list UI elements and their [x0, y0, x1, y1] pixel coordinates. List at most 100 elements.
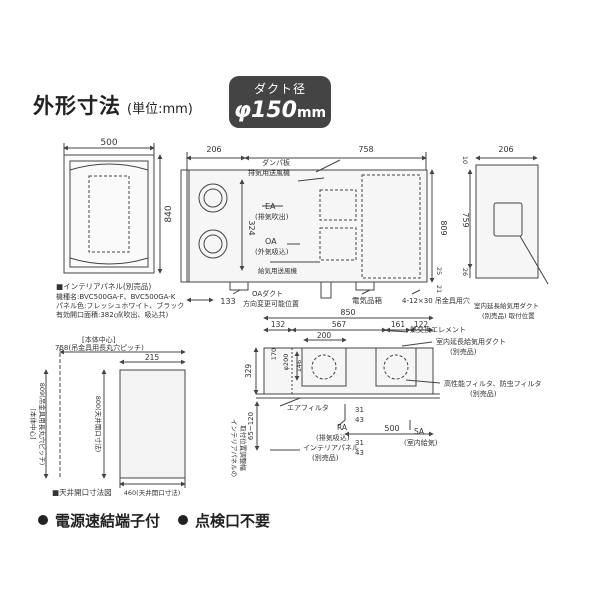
- plan-dim-146: 146: [295, 360, 303, 372]
- ceiling-dim-215: 215: [145, 353, 160, 362]
- damper-label: ダンパ板: [262, 158, 290, 167]
- oa-duct-stub: [320, 281, 332, 299]
- ea-port-outer: [198, 183, 228, 213]
- end-view: [467, 155, 549, 285]
- oa-label: OA: [265, 237, 277, 246]
- side-dim-324: 324: [247, 220, 256, 235]
- indoor-duct-position-sub: (別売品) 取付位置: [482, 311, 535, 320]
- duct-diameter-label: ダクト径: [253, 82, 306, 96]
- interior-mount-sub: 取付位置調整幅: [239, 425, 248, 471]
- plan-view: [253, 315, 441, 451]
- heat-exchanger-area: [361, 174, 421, 279]
- oa-duct-label: OAダクト: [252, 289, 283, 298]
- side-view: [180, 152, 435, 303]
- air-filter-label: エアフィルタ: [287, 403, 329, 412]
- interior-mount-label: インテリアパネルの: [230, 419, 238, 477]
- front-panel-grille: [88, 175, 130, 253]
- ea-label: EA: [265, 202, 276, 211]
- oa-sub-label: (外気吸込): [255, 247, 289, 256]
- indoor-duct-plan-label: 室内延長給気用ダクト: [436, 337, 506, 346]
- plan-leader-lines: [270, 329, 441, 451]
- unit-body-end: [475, 164, 539, 279]
- feature-item-no-inspection: 点検口不要: [178, 510, 270, 531]
- electrical-box-label: 電気品箱: [352, 295, 382, 305]
- front-view: [63, 143, 163, 274]
- plan-dim-43b: 43: [355, 449, 364, 457]
- side-dim-809: 809: [439, 220, 448, 235]
- hp-filter-label: 高性能フィルタ、防虫フィルタ: [444, 379, 542, 388]
- ra-duct-circle: [311, 354, 337, 380]
- feature-label-no-inspection: 点検口不要: [195, 512, 271, 530]
- oa-duct-sub-label: 方向変更可能位置: [243, 299, 299, 308]
- plan-dim-43a: 43: [355, 416, 364, 424]
- title-text: 外形寸法: [33, 94, 121, 118]
- hp-filter-sub: (別売品): [470, 389, 497, 398]
- ceiling-opening-rect: [119, 369, 186, 479]
- bullet-icon: [178, 515, 188, 525]
- side-dim-21: 21: [435, 285, 443, 293]
- ceiling-opening-v: 800(天井開口寸法): [94, 396, 103, 452]
- supply-blower-box: [319, 227, 357, 261]
- ra-sub-label: (排気吸込): [316, 433, 350, 442]
- front-width-dim: 500: [100, 138, 117, 148]
- plan-dim-850: 850: [340, 308, 355, 317]
- plan-dim-329: 329: [244, 364, 253, 379]
- front-panel-inner: [69, 160, 149, 268]
- plan-dim-170: 170: [270, 348, 278, 360]
- hanger-bracket-right: [355, 281, 375, 291]
- feature-item-power-terminal: 電源速結端子付: [38, 510, 160, 531]
- plan-dim-65-120: 65~120: [247, 412, 255, 440]
- ra-box: [301, 347, 347, 387]
- feature-label-power-terminal: 電源速結端子付: [55, 512, 161, 530]
- duct-diameter-unit: mm: [296, 105, 327, 121]
- unit-body-side: [186, 169, 428, 283]
- end-dim-26: 26: [461, 268, 469, 276]
- ceiling-vertical-pitch: 809(吊金具用長丸穴ピッチ): [38, 383, 47, 465]
- side-dim-133: 133: [220, 297, 235, 306]
- sa-duct-circle: [383, 354, 409, 380]
- oa-port-inner: [203, 234, 223, 254]
- oa-port-outer: [198, 229, 228, 259]
- bolt-hole-label: 4-12×30 吊金具用穴: [402, 296, 470, 305]
- exhaust-blower-box: [319, 189, 357, 221]
- interior-panel-plan-sub: (別売品): [312, 453, 339, 462]
- page-title: 外形寸法 (単位:mm): [33, 90, 193, 120]
- plan-dim-567: 567: [332, 320, 347, 329]
- sa-label: SA: [414, 427, 425, 436]
- sa-sub-label: (室内給気): [404, 438, 438, 447]
- ceiling-center-v: [本体中心]: [29, 408, 38, 439]
- front-spec-model: 機種名:BVC500GA-F、BVC500GA-K: [56, 292, 176, 301]
- front-spec-opening: 有効開口面積:382㎠(吹出、吸込共): [56, 310, 168, 319]
- side-dim-25: 25: [435, 267, 443, 275]
- side-dim-758: 758: [358, 145, 373, 154]
- side-dim-206: 206: [206, 145, 221, 154]
- front-panel-outline: [63, 154, 155, 274]
- heat-exchanger-label: 熱交換エレメント: [410, 325, 466, 334]
- plan-dim-31a: 31: [355, 406, 364, 414]
- exhaust-blower-label: 排気用送風機: [248, 168, 290, 177]
- ceiling-opening-h: 460(天井開口寸法): [124, 488, 180, 497]
- plan-dim-200: 200: [317, 331, 332, 340]
- bullet-icon: [38, 515, 48, 525]
- ea-port-inner: [203, 188, 223, 208]
- sa-box: [375, 347, 417, 387]
- interior-panel-plan-label: インテリアパネル: [303, 444, 359, 452]
- ea-sub-label: (排気吹出): [255, 212, 289, 221]
- ceiling-pitch-label: 758(吊金具用長丸穴ピッチ): [55, 343, 144, 352]
- duct-diameter-number: φ150: [233, 98, 297, 123]
- ra-label: RA: [337, 423, 348, 432]
- plan-dim-161: 161: [391, 320, 406, 329]
- duct-diameter-badge: ダクト径 φ150mm: [229, 76, 331, 128]
- plan-dim-122: 122: [414, 320, 429, 329]
- indoor-duct-plan-sub: (別売品): [450, 347, 477, 356]
- plan-dim-132: 132: [271, 320, 286, 329]
- front-spec-color: パネル色:フレッシュホワイト、ブラック: [56, 301, 184, 310]
- indoor-duct-position-label: 室内延長給気用ダクト: [474, 301, 539, 310]
- plan-dim-500: 500: [384, 424, 399, 433]
- side-leader-lines: [232, 159, 421, 295]
- unit-flange-left: [180, 169, 190, 283]
- unit-label: (単位:mm): [127, 102, 193, 117]
- ceiling-center-label: [本体中心]: [82, 335, 116, 344]
- end-dim-759: 759: [461, 212, 470, 227]
